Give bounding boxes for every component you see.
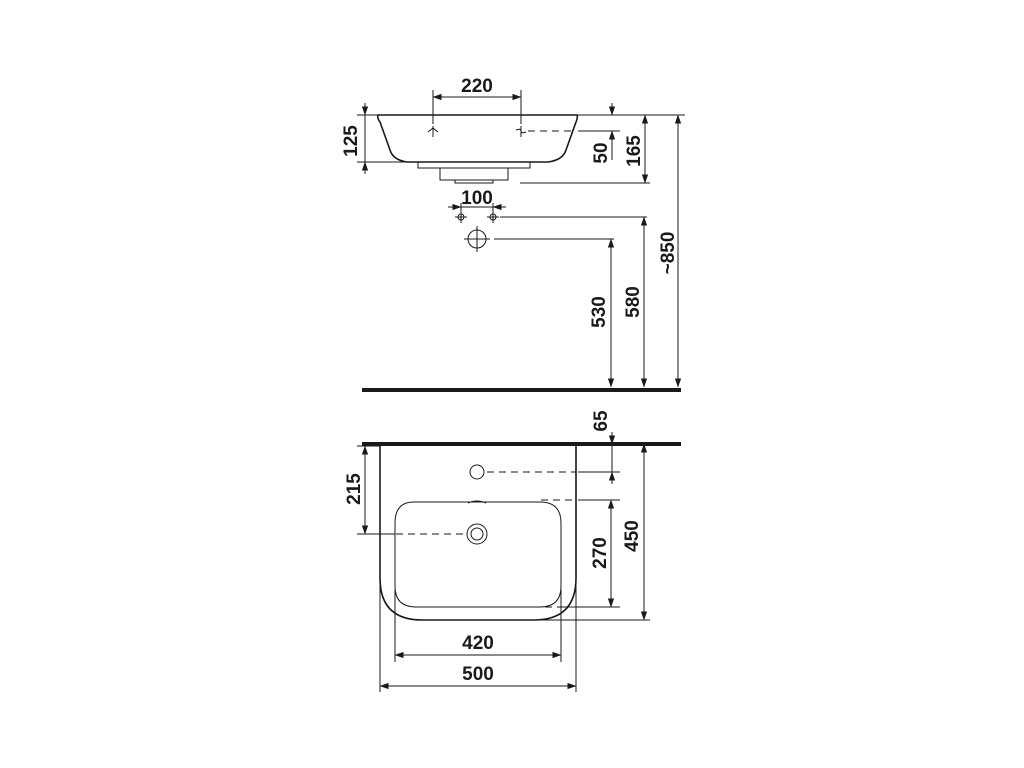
dim-total-drop: 165 <box>624 135 645 167</box>
top-view: 65 215 270 450 420 500 <box>344 410 681 692</box>
basin-side-profile <box>376 114 579 163</box>
basin-underside <box>417 162 531 169</box>
overflow <box>467 500 487 504</box>
dim-basin-height: 125 <box>341 125 362 157</box>
dim-supply-spacing: 100 <box>461 188 493 209</box>
dim-tap-spacing: 220 <box>461 76 493 97</box>
dim-total-depth: 450 <box>622 520 643 552</box>
drain-outlet <box>466 523 488 545</box>
dim-total-width: 500 <box>462 664 494 685</box>
dim-outlet-offset: 50 <box>591 142 612 163</box>
basin-top-outline <box>379 446 577 621</box>
drain-connection <box>464 226 490 252</box>
dim-wall-to-drain: 215 <box>344 473 365 505</box>
dim-drain-height: 530 <box>589 296 610 328</box>
dim-wall-to-taphole: 65 <box>591 410 612 432</box>
tap-hole-symbol-right <box>515 126 527 137</box>
supply-connection-left <box>455 211 467 223</box>
dim-supply-height: 580 <box>623 286 644 318</box>
side-view: 220 125 50 165 100 <box>341 76 685 392</box>
dim-rim-height: ~850 <box>658 232 679 275</box>
supply-connection-right <box>487 211 499 223</box>
drain-tailpiece <box>454 180 494 184</box>
tap-hole <box>469 464 485 480</box>
tap-hole-symbol-left <box>427 126 439 137</box>
dim-bowl-depth: 270 <box>590 537 611 569</box>
dim-bowl-width: 420 <box>462 633 494 654</box>
